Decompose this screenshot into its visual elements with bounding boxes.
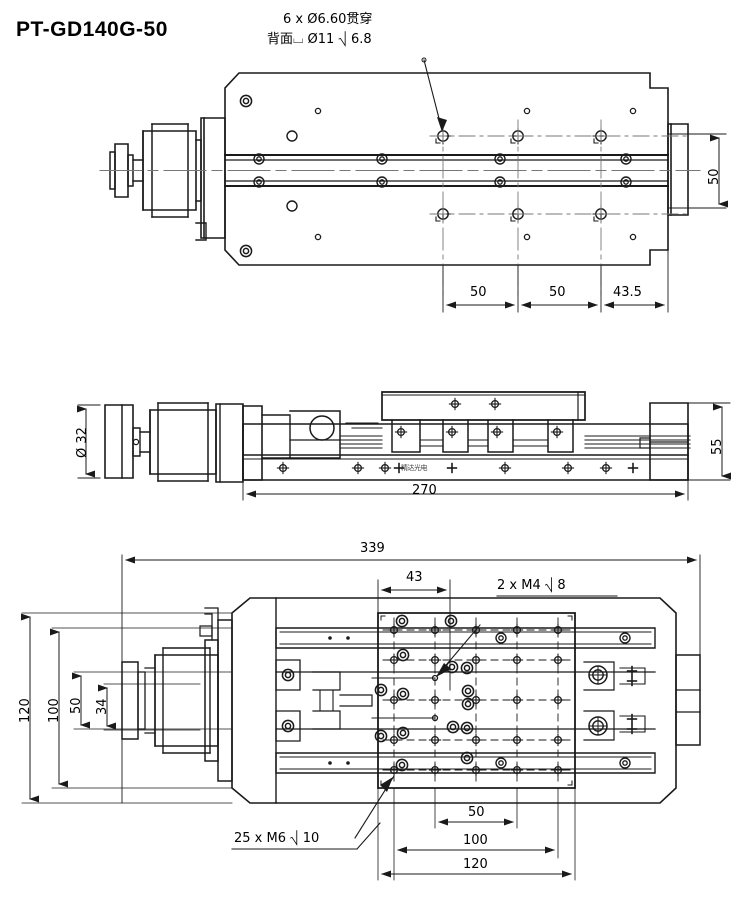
dim-bottom-h50: 50 [69, 697, 84, 714]
bottom-dim-vertical [21, 612, 233, 804]
note-top-hole-line2: 背面⌴ Ø11 ⎷ 6.8 [267, 32, 372, 47]
dim-side-length: 270 [412, 483, 437, 498]
dim-bottom-h100: 100 [47, 698, 62, 723]
bottom-dim-horizontal [377, 787, 576, 881]
dim-top-width: 50 [707, 168, 722, 185]
side-dim-dia32 [77, 404, 101, 479]
side-dim-270 [242, 479, 689, 501]
dim-side-height: 55 [710, 438, 725, 455]
dim-bottom-w100: 100 [463, 833, 488, 848]
watermark-text: 精达光电 [401, 464, 428, 472]
dim-bottom-h34: 34 [95, 698, 110, 715]
counterbore-holes [434, 127, 610, 223]
side-view-geometry [77, 391, 731, 501]
dim-bottom-w50: 50 [468, 805, 485, 820]
dim-top-edge-offset: 43.5 [613, 285, 642, 300]
note-bottom-m4: 2 x M4 ⎷ 8 [497, 578, 566, 593]
bottom-dim-339 [121, 554, 701, 804]
bottom-dim-43 [377, 579, 451, 691]
dim-side-shaft-dia: Ø 32 [75, 427, 90, 458]
note-top-hole-line1: 6 x Ø6.60贯穿 [283, 12, 373, 27]
dim-bottom-h120: 120 [18, 698, 33, 723]
page-title: PT-GD140G-50 [16, 18, 168, 41]
dim-bottom-w120: 120 [463, 857, 488, 872]
dim-bottom-overall: 339 [360, 541, 385, 556]
top-dim-chain [442, 249, 669, 313]
top-view-geometry [99, 57, 728, 313]
note-bottom-m6: 25 x M6 ⎷ 10 [234, 831, 320, 846]
dim-top-pitch2: 50 [549, 285, 566, 300]
dim-top-pitch1: 50 [470, 285, 487, 300]
top-dim-width50 [667, 133, 728, 209]
bottom-view-geometry [21, 554, 701, 881]
top-plate-hole-pattern [371, 612, 576, 789]
side-dim-55 [687, 402, 731, 481]
dim-bottom-plate-offset: 43 [406, 570, 423, 585]
